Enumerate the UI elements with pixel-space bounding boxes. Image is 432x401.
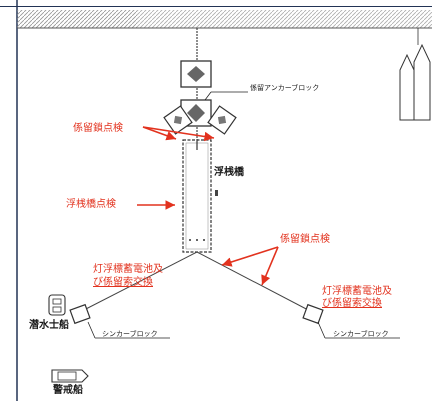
- floating-pier-check-label: 浮桟橋点検: [66, 199, 116, 210]
- buoy-right-line1: 灯浮標蓄電池及: [322, 286, 392, 297]
- seabed-band-right: [137, 10, 432, 28]
- floating-pier-label: 浮桟橋: [214, 167, 244, 178]
- chain-to-left-sinker: [79, 251, 198, 313]
- diver-boat-label: 潜水士船: [29, 320, 69, 331]
- arrow-chain-check-left: [142, 126, 177, 141]
- left-tilted-anchor-block: [163, 105, 193, 135]
- right-sinker-block: [302, 303, 324, 325]
- arrow-chain-check-right: [142, 126, 215, 142]
- buoy-right-line2: び係留索交換: [322, 298, 382, 309]
- mooring-chain-check-mid-label: 係留鎖点検: [280, 234, 330, 245]
- anchor-block-label: 係留アンカーブロック: [250, 84, 320, 92]
- seabed-band-left: [17, 10, 137, 28]
- right-tilted-anchor-block: [207, 105, 237, 135]
- patrol-boat-label: 警戒船: [53, 385, 83, 396]
- sinker-right-label: シンカーブロック: [333, 330, 389, 338]
- chain-to-right-sinker: [196, 251, 313, 313]
- left-sinker-block: [69, 303, 91, 325]
- mooring-chain-check-top-label: 係留鎖点検: [73, 123, 123, 134]
- sinker-left-label: シンカーブロック: [102, 330, 158, 338]
- buoy-left-line2: び係留索交換: [93, 277, 153, 288]
- pier-marker: [215, 190, 218, 196]
- buoy-left-line1: 灯浮標蓄電池及: [93, 264, 163, 275]
- header-strip: [0, 0, 432, 7]
- diver-boat-icon: [48, 294, 66, 316]
- upper-anchor-block: [180, 60, 212, 88]
- arrow-mid-chain-left: [221, 246, 279, 267]
- floating-pier-body: [182, 139, 212, 253]
- arrow-mid-chain-right: [261, 246, 279, 286]
- buoy-pair-top-right: [399, 28, 431, 121]
- patrol-boat-icon: [51, 369, 89, 383]
